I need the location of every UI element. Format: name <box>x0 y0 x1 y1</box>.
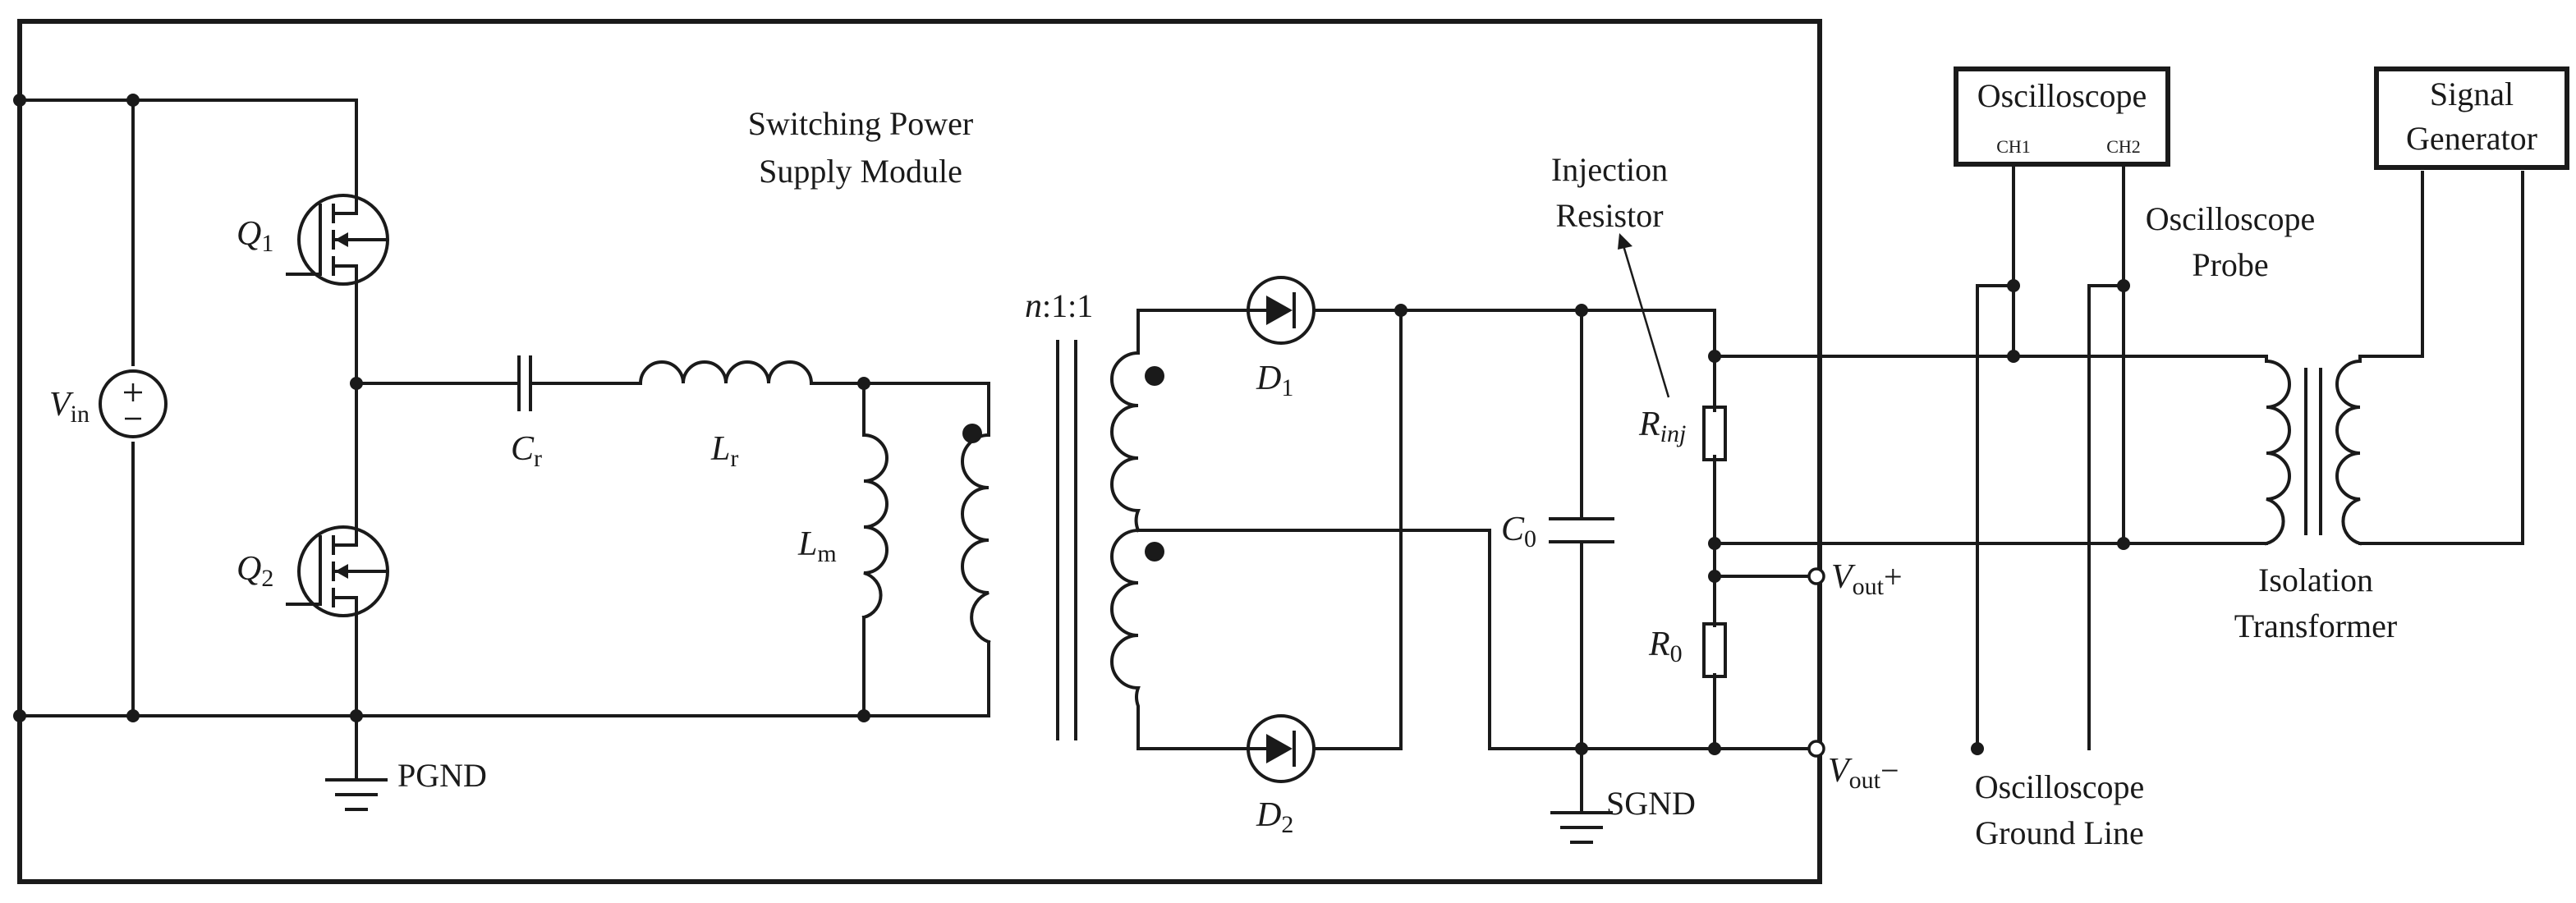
injection-label-line1: Injection <box>1551 151 1668 188</box>
vout-plus-label: Vout+ <box>1831 558 1903 600</box>
junction <box>1708 570 1721 583</box>
primary-winding <box>961 433 991 644</box>
input-wiring <box>18 99 990 782</box>
junction <box>1575 742 1588 755</box>
junction <box>2007 350 2020 363</box>
pgnd-symbol <box>325 778 388 811</box>
module-title-line2: Supply Module <box>759 153 962 190</box>
ground-line-label-line2: Ground Line <box>1975 814 2144 851</box>
q1-mosfet <box>286 194 389 287</box>
oscilloscope-label: Oscilloscope <box>1977 77 2147 114</box>
junction <box>126 94 140 107</box>
module-boundary <box>17 19 1822 884</box>
secondary-winding-upper <box>1110 309 1141 533</box>
junction <box>2117 279 2130 292</box>
sgnd-symbol <box>1550 811 1613 844</box>
junction <box>13 709 26 722</box>
junction <box>857 709 870 722</box>
probe-label-line1: Oscilloscope <box>2146 200 2316 237</box>
rinj-resistor <box>1702 406 1727 461</box>
injection-arrow <box>1618 233 1670 398</box>
junction <box>126 709 140 722</box>
d2-label: D2 <box>1256 796 1293 838</box>
secondary-polarity-dot-upper <box>1145 366 1164 386</box>
isolation-transformer <box>2264 171 2524 546</box>
signal-generator-box <box>2374 66 2569 170</box>
junction <box>2007 279 2020 292</box>
junction <box>857 377 870 390</box>
junction <box>1971 742 1984 755</box>
measurement-wiring <box>1713 159 2268 750</box>
injection-label-line2: Resistor <box>1555 197 1663 234</box>
secondary-winding-lower <box>1110 528 1141 750</box>
junction <box>350 377 363 390</box>
rinj-label: Rinj <box>1638 406 1686 447</box>
junction <box>13 94 26 107</box>
pgnd-label: PGND <box>397 757 487 794</box>
ch1-label: CH1 <box>1996 136 2031 157</box>
isolation-label-line2: Transformer <box>2234 607 2398 644</box>
secondary-polarity-dot-lower <box>1145 542 1164 562</box>
q2-label: Q2 <box>236 550 273 592</box>
d2-diode <box>1245 714 1316 783</box>
primary-polarity-dot <box>962 424 982 443</box>
vout-minus-terminal <box>1807 740 1825 758</box>
cr-capacitor <box>506 355 544 411</box>
oscilloscope-box <box>1954 66 2170 167</box>
ch2-label: CH2 <box>2106 136 2141 157</box>
c0-capacitor <box>1549 506 1614 555</box>
lr-label: Lr <box>710 430 738 472</box>
cr-label: Cr <box>511 430 542 472</box>
signal-generator-label-line1: Signal <box>2430 76 2514 112</box>
vout-plus-terminal <box>1807 567 1825 585</box>
vout-minus-label: Vout− <box>1828 752 1899 794</box>
vin-source <box>99 369 168 438</box>
r0-resistor <box>1702 622 1727 678</box>
lr-inductor <box>638 360 814 386</box>
isolation-label-line1: Isolation <box>2258 562 2373 598</box>
c0-label: C0 <box>1501 511 1536 552</box>
r0-label: R0 <box>1648 626 1683 667</box>
ground-line-label-line1: Oscilloscope <box>1975 768 2145 805</box>
transformer-core <box>1056 340 1077 740</box>
probe-label-line2: Probe <box>2192 246 2268 283</box>
vin-label: Vin <box>49 386 90 428</box>
junction <box>2117 537 2130 550</box>
junction <box>350 709 363 722</box>
turns-ratio-label: n:1:1 <box>1025 287 1093 325</box>
d1-diode <box>1245 276 1316 345</box>
d1-label: D1 <box>1256 360 1293 401</box>
junction <box>1394 304 1407 317</box>
secondary-wiring <box>1136 309 1818 814</box>
junction <box>1575 304 1588 317</box>
lm-label: Lm <box>797 525 837 567</box>
signal-generator-label-line2: Generator <box>2406 120 2537 157</box>
module-title-line1: Switching Power <box>748 105 973 142</box>
sgnd-label: SGND <box>1606 785 1696 822</box>
q2-mosfet <box>286 525 389 634</box>
junction <box>1708 742 1721 755</box>
lm-inductor <box>861 433 889 620</box>
q1-label: Q1 <box>236 215 273 257</box>
